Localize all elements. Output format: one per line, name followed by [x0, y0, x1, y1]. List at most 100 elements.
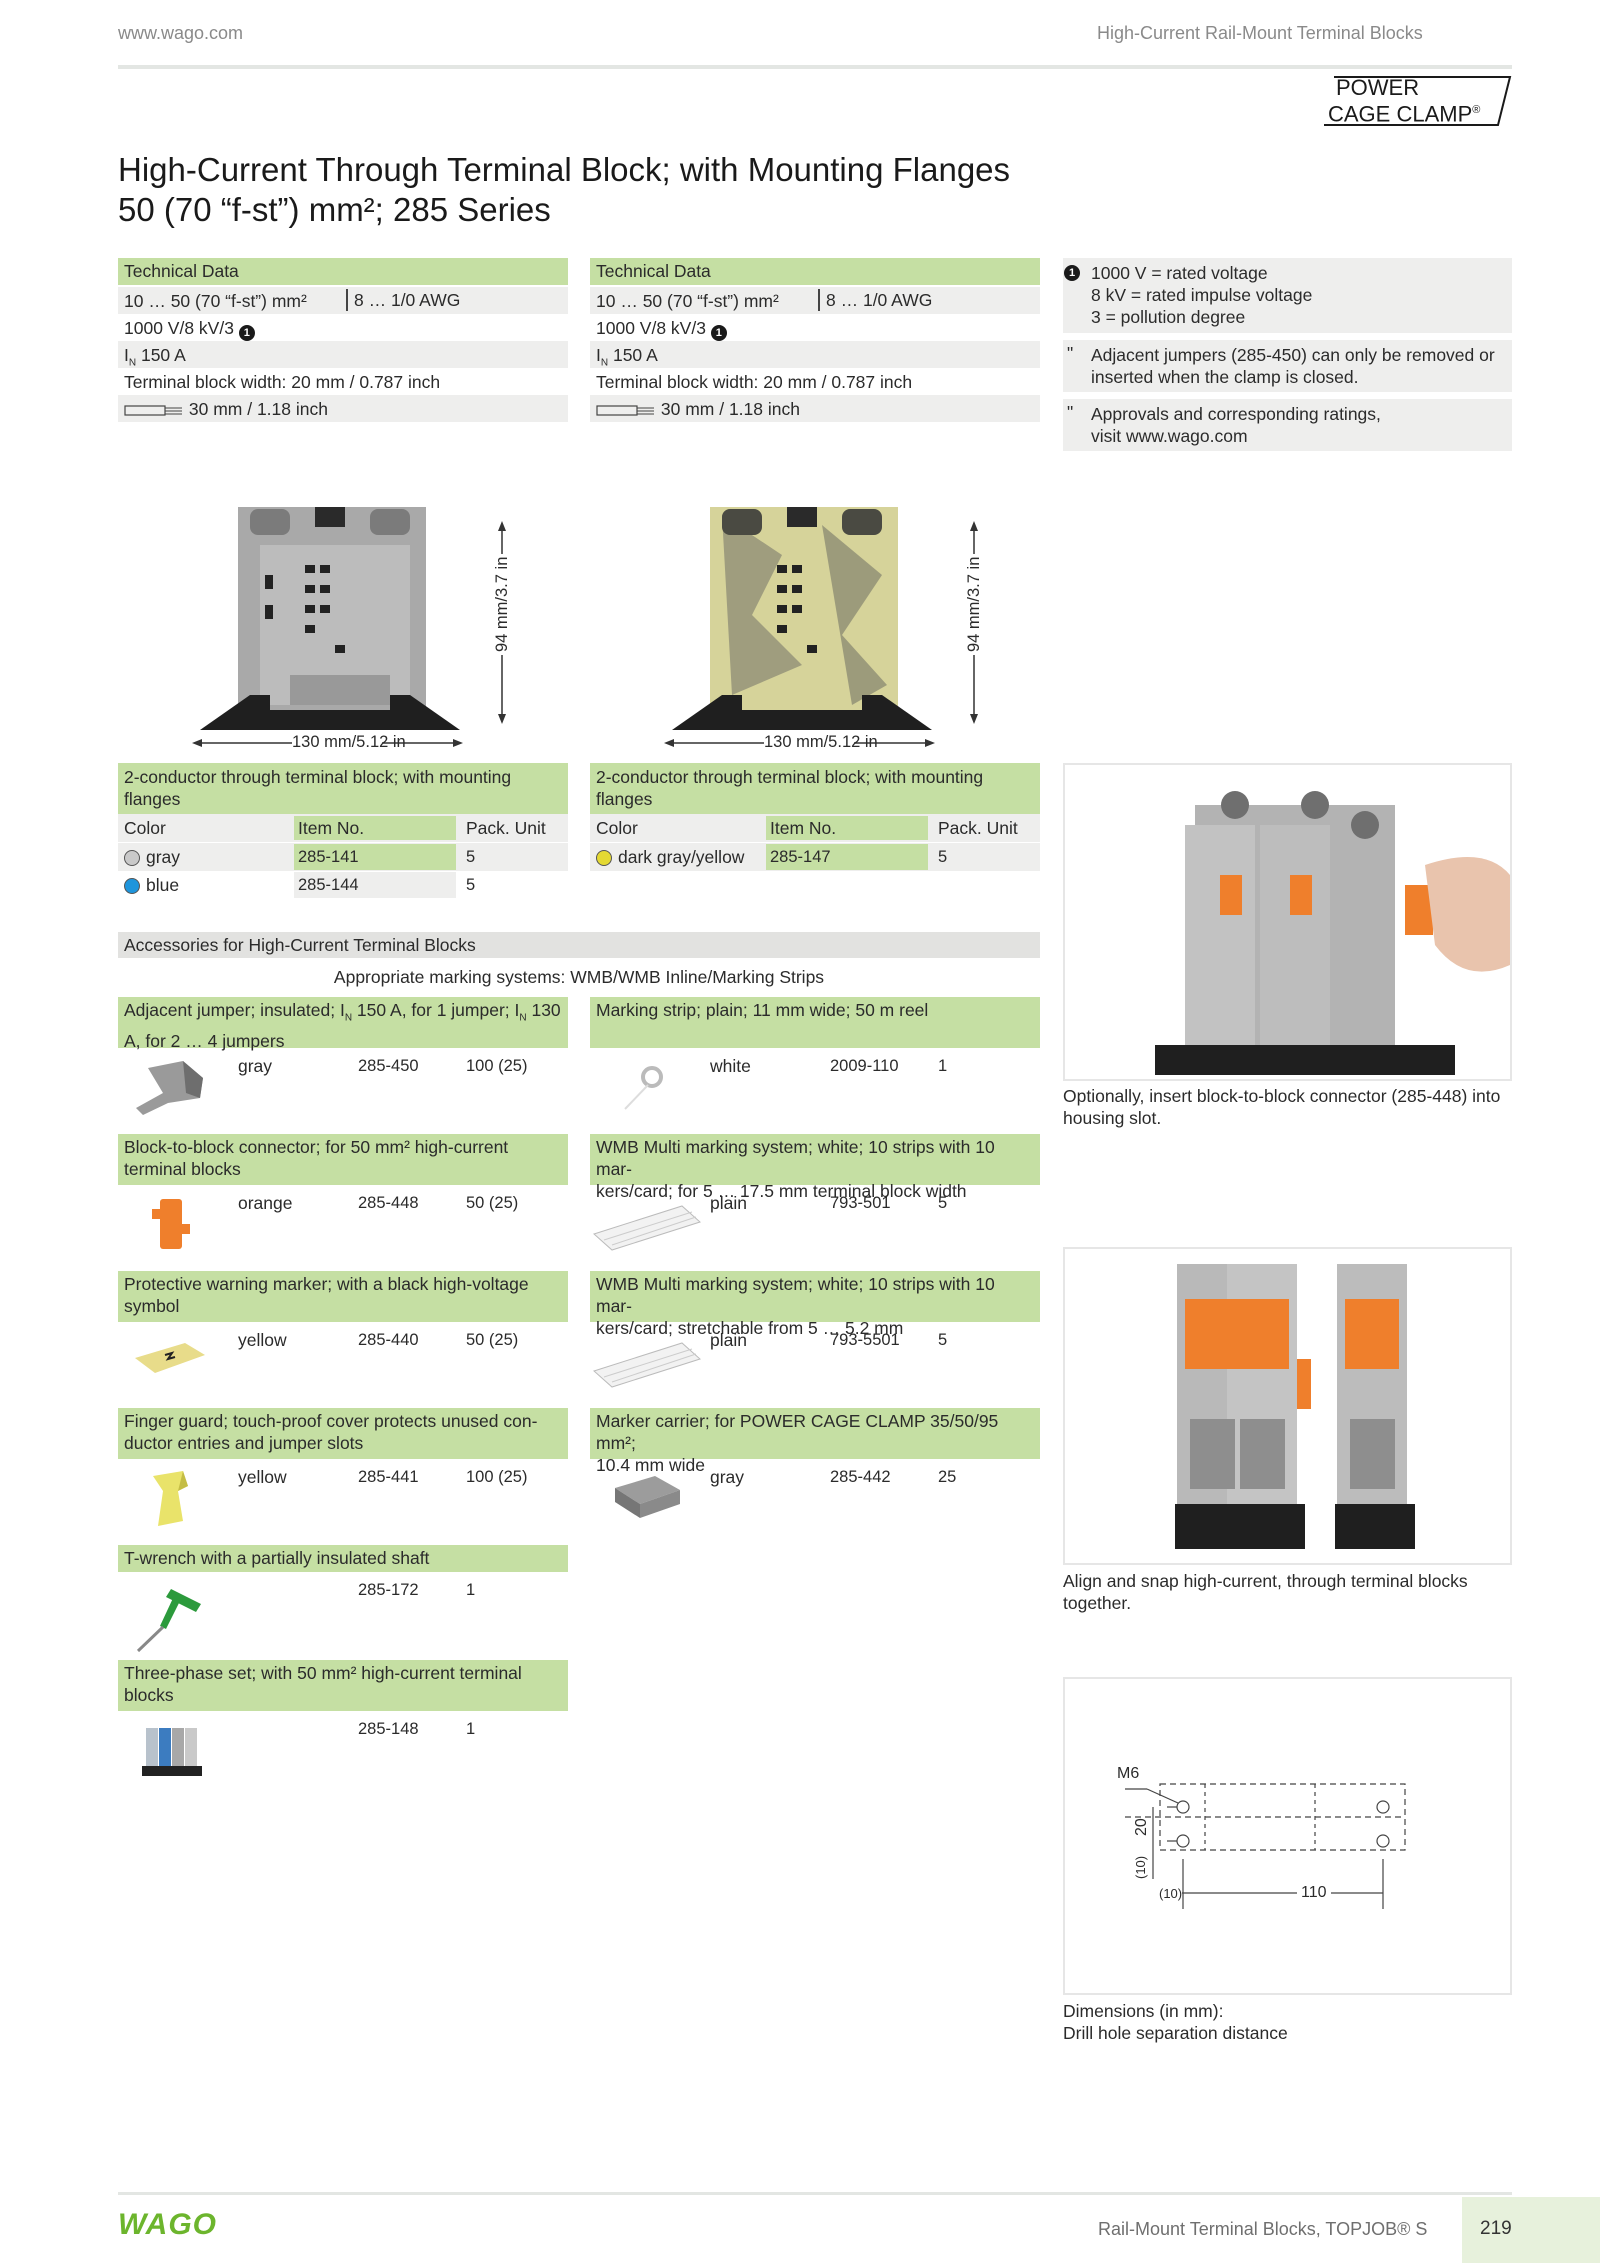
tech-header: Technical Data [118, 258, 568, 285]
header-url[interactable]: www.wago.com [118, 23, 244, 43]
acc-item[interactable]: 285-448 [358, 1194, 419, 1212]
product-image-yellow: 94 mm/3.7 in 130 mm/5.12 in [662, 495, 1002, 755]
note-3-line: visit www.wago.com [1091, 426, 1248, 446]
col-color: Color [596, 818, 638, 838]
note-1-icon: 1 [238, 325, 255, 341]
acc-item[interactable]: 285-172 [358, 1581, 419, 1599]
acc-desc: Adjacent jumper; insulated; I [124, 1000, 345, 1020]
caption-line: together. [1063, 1593, 1132, 1613]
finger-guard-thumb [153, 1471, 188, 1526]
width-dim: 130 mm/5.12 in [292, 733, 406, 751]
acc-color: orange [238, 1193, 293, 1213]
current-sub: N [600, 357, 609, 369]
acc-desc: Three-phase set; with 50 mm² high-curren… [124, 1663, 522, 1683]
acc-item[interactable]: 2009-110 [830, 1057, 899, 1075]
acc-desc: A, for 2 … 4 jumpers [124, 1030, 285, 1051]
color-swatch-icon [124, 878, 140, 894]
acc-item[interactable]: 285-450 [358, 1057, 419, 1075]
acc-color: gray [710, 1467, 745, 1487]
note-1-line: 8 kV = rated impulse voltage [1091, 285, 1313, 305]
marking-strip-thumb [624, 1066, 663, 1110]
acc-sub: N [344, 1012, 353, 1024]
acc-desc: Marking strip; plain; 11 mm wide; 50 m r… [596, 1000, 929, 1020]
accessory-item: Protective warning marker; with a black … [118, 1271, 568, 1373]
strip-length: 30 mm / 1.18 inch [188, 399, 328, 419]
acc-desc: kers/card; for 5 … 17.5 mm terminal bloc… [596, 1181, 967, 1201]
page-title: High-Current Through Terminal Block; wit… [118, 151, 1011, 188]
note-3: " Approvals and corresponding ratings, v… [1063, 399, 1512, 451]
current-value: 150 A [608, 345, 658, 365]
color-swatch-icon [596, 850, 612, 866]
acc-item[interactable]: 793-501 [830, 1194, 891, 1212]
t-wrench-thumb [136, 1589, 201, 1653]
accessory-item: T-wrench with a partially insulated shaf… [118, 1545, 568, 1653]
acc-color: gray [238, 1056, 273, 1076]
note-1-icon: 1 [1064, 265, 1080, 281]
page-subtitle: 50 (70 “f-st”) mm²; 285 Series [118, 191, 551, 228]
warning-marker-thumb [135, 1343, 205, 1373]
row-pack: 5 [938, 848, 948, 866]
tech-header: Technical Data [590, 258, 1040, 285]
header-section: High-Current Rail-Mount Terminal Blocks [1097, 23, 1423, 43]
acc-item[interactable]: 793-5501 [830, 1331, 900, 1349]
acc-item[interactable]: 285-441 [358, 1468, 419, 1486]
table-row: gray 285-141 5 [118, 843, 568, 871]
awg: 8 … 1/0 AWG [346, 289, 460, 311]
row-item[interactable]: 285-144 [294, 872, 456, 898]
tech-data-left: Technical Data 10 … 50 (70 “f-st”) mm² 8… [118, 258, 568, 422]
caption-line: Optionally, insert block-to-block connec… [1063, 1086, 1501, 1106]
strip-length-icon [596, 405, 654, 416]
accessory-item: Adjacent jumper; insulated; IN 150 A, fo… [118, 997, 568, 1115]
jumper-thumb [136, 1061, 203, 1115]
product-table-right: 2-conductor through terminal block; with… [590, 763, 1040, 871]
acc-pack: 50 (25) [466, 1331, 519, 1349]
footer-text: Rail-Mount Terminal Blocks, TOPJOB® S [1098, 2219, 1428, 2239]
row-pack: 5 [466, 848, 476, 866]
caption-line: Drill hole separation distance [1063, 2023, 1288, 2043]
col-pack: Pack. Unit [938, 818, 1018, 838]
current-label: I [596, 345, 601, 365]
acc-desc: 150 A, for 1 jumper; I [352, 1000, 520, 1020]
block-width: Terminal block width: 20 mm / 0.787 inch [596, 372, 913, 392]
wmb-card-thumb [593, 1205, 701, 1251]
acc-desc: 130 [526, 1000, 561, 1020]
acc-pack: 100 (25) [466, 1057, 528, 1075]
table-row: blue 285-144 5 [118, 871, 568, 899]
note-2-line: inserted when the clamp is closed. [1091, 367, 1359, 387]
row-color: blue [146, 875, 180, 895]
acc-item[interactable]: 285-148 [358, 1720, 419, 1738]
product-desc: 2-conductor through terminal block; with… [596, 767, 984, 787]
acc-color: plain [710, 1193, 747, 1213]
accessory-item: Marker carrier; for POWER CAGE CLAMP 35/… [590, 1408, 1040, 1518]
caption-dimensions: Dimensions (in mm): Drill hole separatio… [1063, 2000, 1512, 2044]
page-number-box: 219 [1462, 2197, 1600, 2263]
note-1-line: 1000 V = rated voltage [1091, 263, 1268, 283]
row-item[interactable]: 285-147 [766, 844, 928, 870]
power-cage-clamp-logo: POWER CAGE CLAMP® [1322, 75, 1512, 127]
acc-pack: 1 [466, 1581, 476, 1599]
caption-align: Align and snap high-current, through ter… [1063, 1570, 1512, 1614]
row-item[interactable]: 285-141 [294, 844, 456, 870]
col-pack: Pack. Unit [466, 818, 546, 838]
current-sub: N [128, 357, 137, 369]
logo-reg: ® [1472, 104, 1481, 116]
wmb-card-thumb [593, 1342, 701, 1388]
tech-data-right: Technical Data 10 … 50 (70 “f-st”) mm² 8… [590, 258, 1040, 422]
acc-desc: WMB Multi marking system; white; 10 stri… [596, 1274, 995, 1316]
photo-align-snap [1063, 1247, 1512, 1565]
acc-desc: ductor entries and jumper slots [124, 1433, 364, 1453]
acc-item[interactable]: 285-442 [830, 1468, 891, 1486]
cross-section: 10 … 50 (70 “f-st”) mm² [124, 291, 307, 311]
acc-color: yellow [238, 1467, 287, 1487]
width-dim: 130 mm/5.12 in [764, 733, 878, 751]
height-dim: 94 mm/3.7 in [493, 553, 512, 655]
row-color: dark gray/yellow [618, 847, 745, 867]
block-width: Terminal block width: 20 mm / 0.787 inch [124, 372, 441, 392]
acc-pack: 5 [938, 1194, 948, 1212]
accessory-item: WMB Multi marking system; white; 10 stri… [590, 1134, 1040, 1251]
acc-item[interactable]: 285-440 [358, 1331, 419, 1349]
col-color: Color [124, 818, 166, 838]
acc-desc: kers/card; stretchable from 5 … 5.2 mm [596, 1318, 904, 1338]
logo-line1: POWER [1336, 75, 1420, 100]
acc-pack: 100 (25) [466, 1468, 528, 1486]
